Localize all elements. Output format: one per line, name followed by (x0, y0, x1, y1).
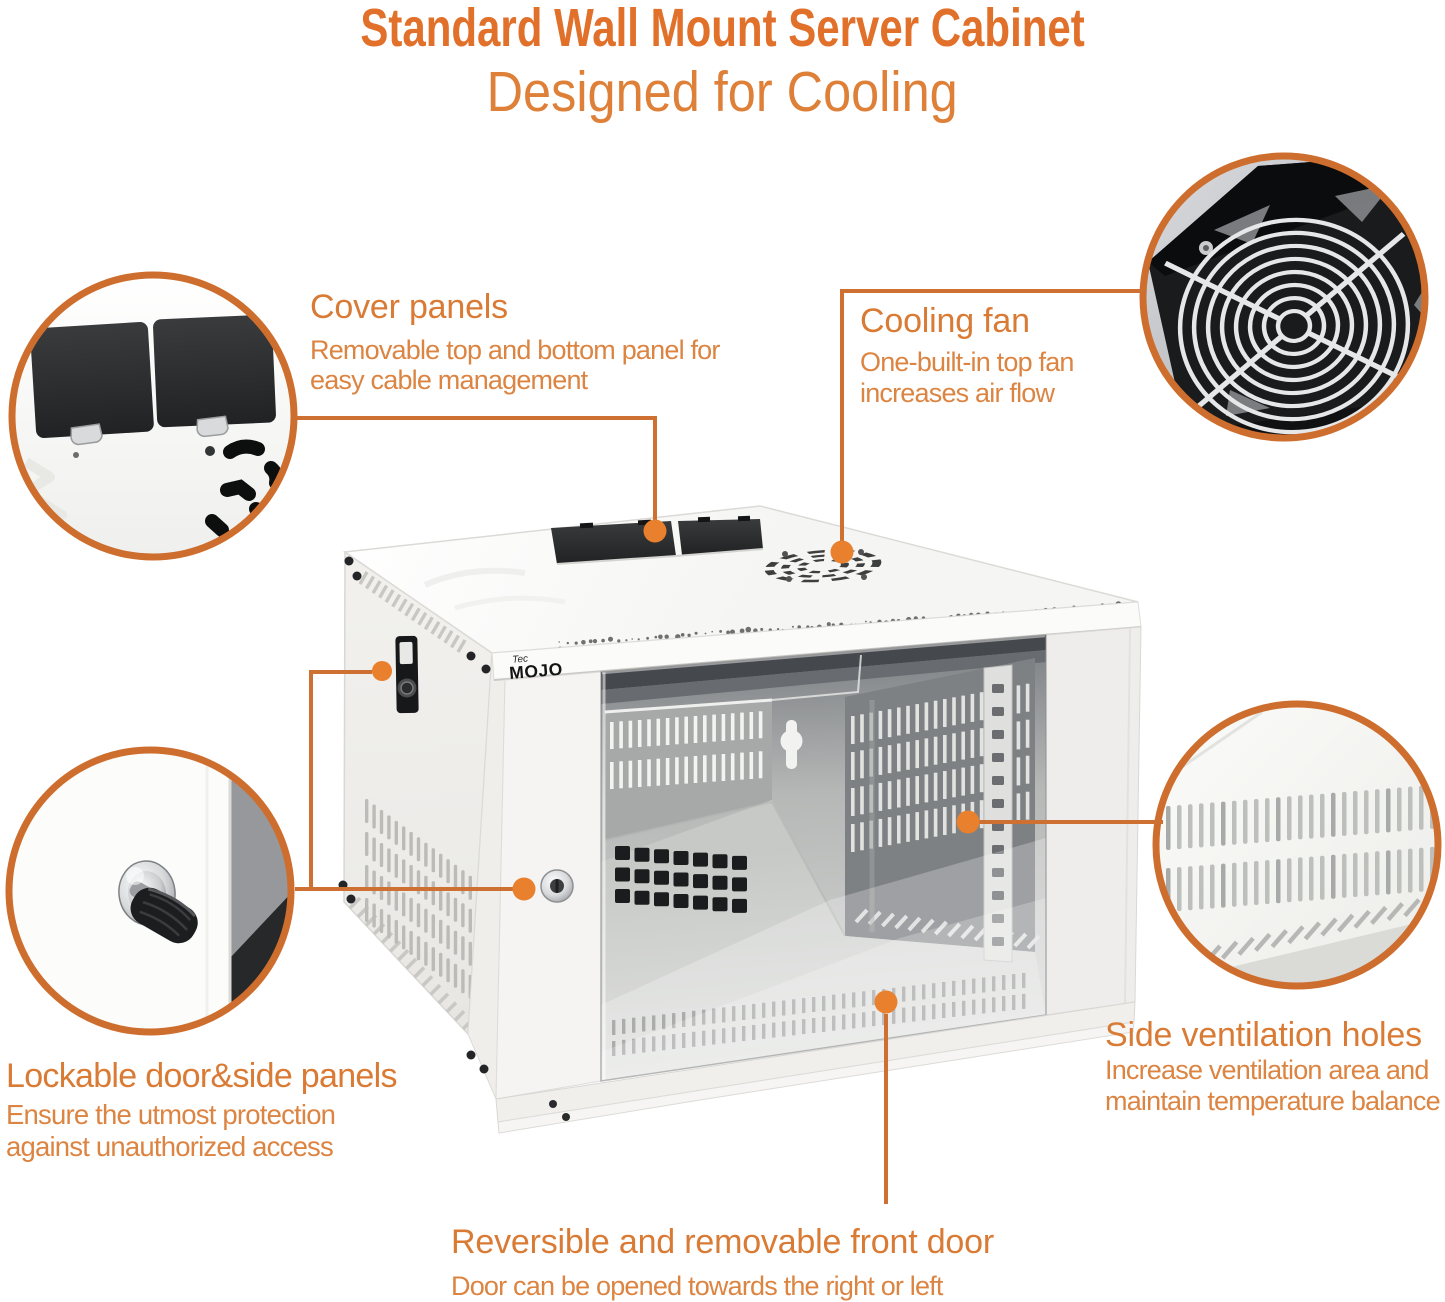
door-glass (600, 634, 1047, 1082)
callout-circle-side-vents (1152, 700, 1442, 990)
leader-lines (295, 289, 1163, 1204)
dot-side-vents (956, 810, 980, 834)
interior-back-wall (605, 700, 772, 840)
callout-body: Ensure the utmost protection against una… (6, 1099, 336, 1162)
callout-front-door-text: Reversible and removable front door Door… (451, 1222, 994, 1301)
callout-circle-lock (5, 746, 295, 1036)
callout-lockable-text: Lockable door&side panels Ensure the utm… (6, 1056, 397, 1163)
callout-heading: Reversible and removable front door (451, 1223, 994, 1261)
front-screws (466, 651, 491, 1074)
leader-dots (372, 519, 980, 1014)
leader-cover-panels (297, 416, 657, 522)
callout-body: Removable top and bottom panel for easy … (310, 335, 720, 395)
callout-side-vents-text: Side ventilation holes Increase ventilat… (1105, 1015, 1441, 1117)
door-lock (540, 869, 574, 903)
interior-keyhole-bracket (780, 720, 803, 769)
dot-front-door (874, 990, 898, 1014)
leader-cooling-fan (840, 289, 1142, 545)
callout-body: One-built-in top fan increases air flow (860, 347, 1074, 408)
dot-lock-door (512, 877, 536, 901)
page-title: Standard Wall Mount Server Cabinet (0, 1, 1445, 55)
callout-circle-cooling-fan (1139, 152, 1429, 442)
callout-body: Increase ventilation area and maintain t… (1105, 1055, 1441, 1116)
callout-heading: Cover panels (310, 288, 508, 326)
brand-prefix-text: Tec (512, 654, 529, 666)
callout-body: Door can be opened towards the right or … (451, 1271, 943, 1301)
page-subtitle: Designed for Cooling (0, 62, 1445, 122)
interior-floor-vent-strip (612, 972, 1026, 1056)
dot-cooling-fan (830, 540, 854, 564)
panel-clips (70, 415, 229, 446)
callout-cover-panels-text: Cover panels Removable top and bottom pa… (310, 287, 720, 395)
server-cabinet: Tec MOJO (338, 505, 1142, 1134)
callout-cooling-fan-text: Cooling fan One-built-in top fan increas… (860, 301, 1074, 409)
side-vent-patch (365, 799, 472, 999)
page-subtitle-text: Designed for Cooling (486, 60, 959, 124)
callout-circle-cover-panels (8, 271, 298, 561)
cabinet-front (466, 626, 1142, 1134)
page-title-text: Standard Wall Mount Server Cabinet (360, 0, 1085, 58)
lock-with-key (118, 860, 198, 944)
header: Standard Wall Mount Server Cabinet Desig… (0, 0, 1445, 122)
callout-heading: Side ventilation holes (1105, 1016, 1422, 1054)
interior-back-wall-vents (610, 711, 763, 789)
side-top-vent-strip (358, 571, 467, 653)
interior-rack-rail (983, 664, 1013, 963)
side-panel-latch (395, 635, 419, 714)
interior-cage-nut-grid (615, 846, 747, 913)
leader-lock-branch (309, 670, 372, 889)
cabinet-bottom-skirt (495, 1001, 1136, 1134)
callout-heading: Lockable door&side panels (6, 1057, 397, 1095)
dot-cover-panels (643, 519, 667, 543)
zoom-vent-slots (1166, 784, 1435, 912)
callout-heading: Cooling fan (860, 302, 1030, 340)
dot-lock-side (372, 661, 392, 681)
